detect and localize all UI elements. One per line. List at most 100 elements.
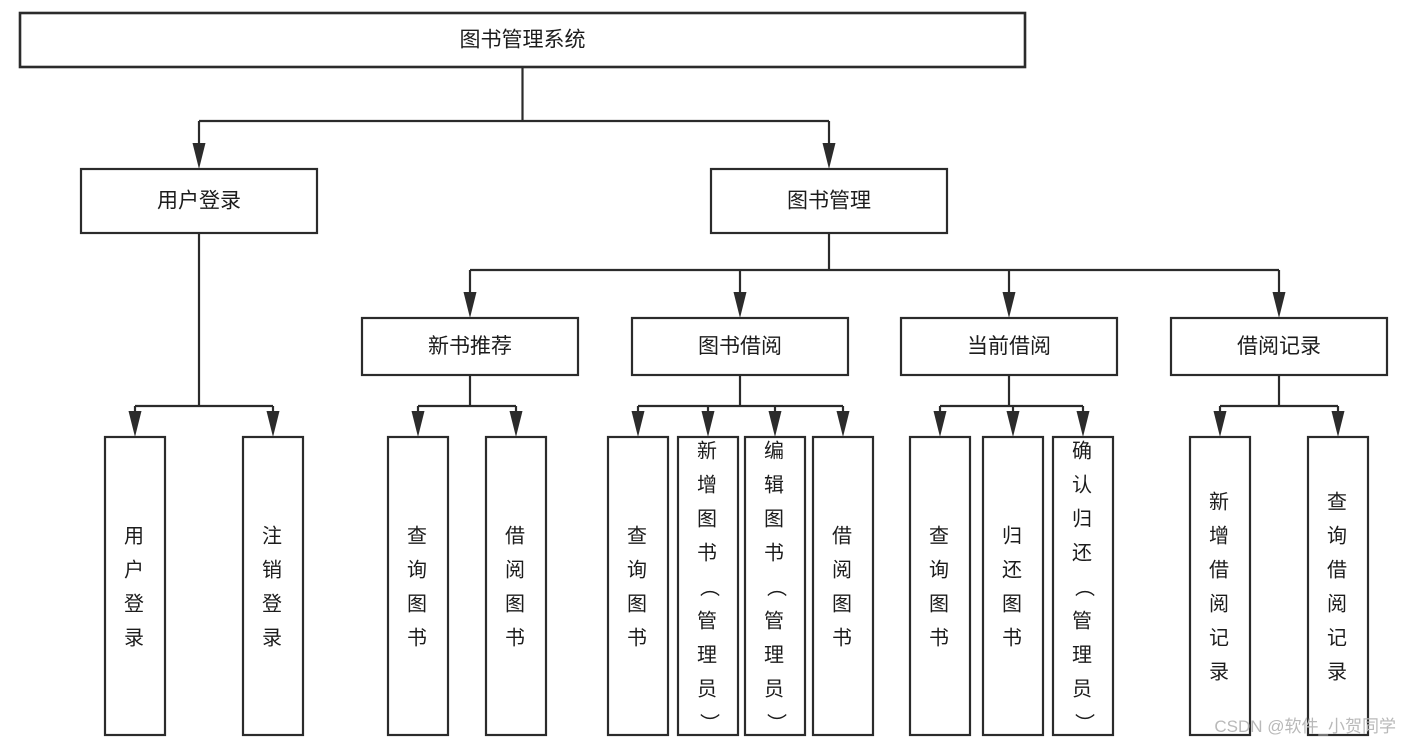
node-leaf-add-record-rect[interactable] — [1188, 435, 1252, 737]
edge-current-borrow-to-leaf-query-book-3-arrowhead — [933, 411, 947, 437]
node-leaf-query-book-1-rect[interactable] — [386, 435, 450, 737]
node-user-login[interactable]: 用户登录 — [79, 167, 319, 235]
node-leaf-query-record-char: 阅 — [1327, 592, 1349, 615]
node-borrow-record-label: 借阅记录 — [1237, 335, 1321, 358]
node-leaf-confirm-return-char: 还 — [1072, 541, 1094, 564]
node-leaf-user-login[interactable]: 用户登录 — [103, 435, 167, 737]
node-leaf-borrow-book-1-char: 图 — [505, 593, 527, 615]
node-leaf-confirm-return-char: 理 — [1072, 644, 1094, 666]
node-leaf-edit-book-char: 管 — [764, 609, 786, 632]
node-leaf-add-book-char: ） — [698, 713, 721, 735]
node-leaf-user-login-label: 用户登录 — [124, 525, 146, 649]
node-leaf-logout-char: 录 — [262, 627, 284, 649]
node-leaf-confirm-return-char: （ — [1073, 577, 1096, 599]
node-book-borrow[interactable]: 图书借阅 — [630, 316, 850, 377]
node-leaf-add-book-rect[interactable] — [676, 435, 740, 737]
edge-bm-to-current-borrow-arrowhead — [1002, 292, 1016, 318]
node-leaf-query-record-char: 查 — [1327, 490, 1349, 513]
node-leaf-user-login-char: 登 — [124, 592, 146, 615]
node-leaf-user-login-char: 录 — [124, 627, 146, 649]
node-leaf-query-record-char: 记 — [1327, 626, 1349, 649]
node-leaf-query-book-3-char: 书 — [929, 626, 951, 649]
node-root-label: 图书管理系统 — [460, 29, 586, 52]
node-book-management-rect[interactable] — [709, 167, 949, 235]
node-book-borrow-label: 图书借阅 — [698, 335, 782, 358]
node-leaf-edit-book-rect[interactable] — [743, 435, 807, 737]
node-book-management[interactable]: 图书管理 — [709, 167, 949, 235]
edge-borrow-record-to-leaf-add-record-arrowhead — [1213, 411, 1227, 437]
node-leaf-add-record-char: 新 — [1209, 490, 1231, 513]
node-leaf-logout-char: 销 — [262, 558, 284, 581]
nodes-layer: 图书管理系统用户登录图书管理新书推荐图书借阅当前借阅借阅记录用户登录注销登录查询… — [18, 11, 1389, 737]
node-leaf-borrow-book-1-rect[interactable] — [484, 435, 548, 737]
node-leaf-borrow-book-1-char: 借 — [505, 524, 527, 547]
node-root-rect[interactable] — [18, 11, 1027, 69]
node-leaf-user-login-rect[interactable] — [103, 435, 167, 737]
node-new-book-recommend-rect[interactable] — [360, 316, 580, 377]
node-borrow-record[interactable]: 借阅记录 — [1169, 316, 1389, 377]
node-leaf-edit-book-char: 员 — [764, 678, 786, 700]
node-leaf-confirm-return-char: 归 — [1072, 507, 1094, 530]
edge-root-to-book-management-arrowhead — [822, 143, 836, 169]
edge-book-borrow-to-leaf-add-book-arrowhead — [701, 411, 715, 437]
edge-root-to-user-login-arrowhead — [192, 143, 206, 169]
node-book-borrow-rect[interactable] — [630, 316, 850, 377]
edge-book-borrow-to-leaf-borrow-book-2-arrowhead — [836, 411, 850, 437]
node-leaf-edit-book-char: 图 — [764, 508, 786, 530]
node-leaf-confirm-return-char: ） — [1073, 713, 1096, 735]
edge-user-login-to-leaf-logout-arrowhead — [266, 411, 280, 437]
node-leaf-query-book-3-rect[interactable] — [908, 435, 972, 737]
node-leaf-edit-book-char: 书 — [764, 541, 786, 564]
node-leaf-add-book-char: 新 — [697, 439, 719, 462]
node-leaf-edit-book-char: 辑 — [764, 473, 786, 496]
node-current-borrow-rect[interactable] — [899, 316, 1119, 377]
node-leaf-add-book-char: 员 — [697, 678, 719, 700]
node-leaf-add-book-char: 理 — [697, 644, 719, 666]
node-leaf-query-record-rect[interactable] — [1306, 435, 1370, 737]
node-leaf-user-login-char: 用 — [124, 525, 146, 547]
node-leaf-query-book-2-char: 书 — [627, 626, 649, 649]
node-leaf-add-record-char: 录 — [1209, 661, 1231, 683]
node-leaf-borrow-book-2-rect[interactable] — [811, 435, 875, 737]
node-leaf-edit-book-char: ） — [765, 713, 788, 735]
node-leaf-query-book-2-rect[interactable] — [606, 435, 670, 737]
node-root[interactable]: 图书管理系统 — [18, 11, 1027, 69]
node-leaf-add-book-char: 管 — [697, 609, 719, 632]
node-leaf-add-record-char: 增 — [1209, 524, 1231, 547]
node-leaf-confirm-return-rect[interactable] — [1051, 435, 1115, 737]
node-borrow-record-rect[interactable] — [1169, 316, 1389, 377]
node-leaf-borrow-book-1-char: 阅 — [505, 558, 527, 581]
node-user-login-rect[interactable] — [79, 167, 319, 235]
node-leaf-return-book-rect[interactable] — [981, 435, 1045, 737]
node-leaf-add-book-char: （ — [698, 577, 721, 599]
node-leaf-query-book-3-char: 图 — [929, 593, 951, 615]
node-leaf-borrow-book-1-char: 书 — [505, 626, 527, 649]
node-new-book-recommend[interactable]: 新书推荐 — [360, 316, 580, 377]
node-leaf-logout-rect[interactable] — [241, 435, 305, 737]
edge-borrow-record-to-leaf-query-record-arrowhead — [1331, 411, 1345, 437]
node-leaf-borrow-book-2-char: 借 — [832, 524, 854, 547]
node-current-borrow[interactable]: 当前借阅 — [899, 316, 1119, 377]
node-leaf-confirm-return-char: 员 — [1072, 678, 1094, 700]
edge-bm-to-new-book-recommend-arrowhead — [463, 292, 477, 318]
